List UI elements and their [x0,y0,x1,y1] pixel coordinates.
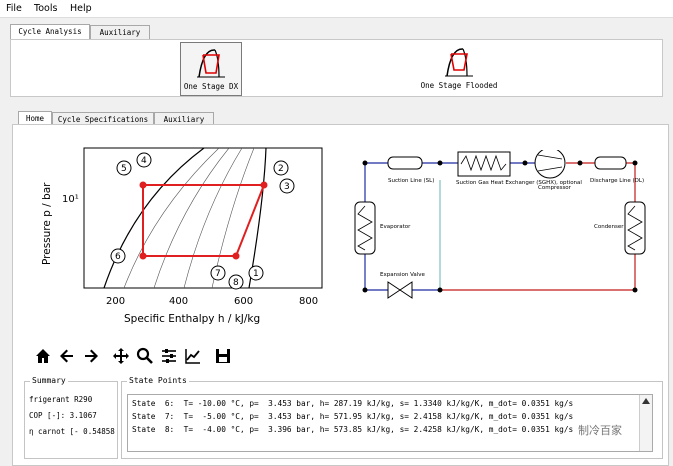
expansion-valve-label: Expansion Valve [380,272,426,278]
isoquality-line [183,148,243,288]
compressor-symbol [534,150,566,179]
isoquality-line [153,148,230,288]
menu-file[interactable]: File [6,3,22,14]
ph-diagram-icon [197,49,225,78]
tab-cycle-specifications[interactable]: Cycle Specifications [52,112,154,127]
state-label-3: 3 [284,182,290,192]
suction-line-label: Suction Line (SL) [388,178,434,184]
cycle-one-stage-flooded-button[interactable]: One Stage Flooded [421,42,497,94]
tab-home[interactable]: Home [18,111,52,127]
state-label-7: 7 [215,269,221,279]
isoquality-line [123,148,220,288]
state-label-4: 4 [141,156,147,166]
state-points-panel: State Points State 6: T= -10.00 °C, p= 3… [121,376,663,459]
y-tick-label: 10¹ [62,194,79,205]
carnot-efficiency-value: η carnot [- 0.54858 [29,427,115,436]
cycle-label: One Stage Flooded [420,81,498,90]
y-axis-label: Pressure p / bar [41,182,53,265]
menu-tools[interactable]: Tools [34,3,58,14]
state-points-scrollbar[interactable] [639,395,652,451]
state-points-textbox[interactable]: State 6: T= -10.00 °C, p= 3.453 bar, h= … [127,394,653,452]
state-point-1 [232,252,240,260]
configure-subplots-icon[interactable] [160,347,178,365]
tab-auxiliary-inner[interactable]: Auxiliary [154,112,214,127]
schematic-labels: Suction Line (SL) Suction Gas Heat Excha… [380,178,644,278]
x-tick-label: 600 [234,296,253,307]
state-point-3 [260,181,268,189]
forward-arrow-icon[interactable] [82,347,100,365]
discharge-line-label: Discharge Line (DL) [590,178,644,184]
suction-line-box [387,156,423,170]
tab-cycle-analysis[interactable]: Cycle Analysis [10,24,90,40]
x-ticks: 200 400 600 800 [106,296,318,307]
state-line: State 6: T= -10.00 °C, p= 3.453 bar, h= … [132,399,574,408]
cycle-one-stage-dx-button[interactable]: One Stage DX [180,42,242,96]
state-label-6: 6 [115,252,121,262]
x-tick-label: 800 [299,296,318,307]
refrigerant-value: frigerant R290 [29,395,93,404]
cycle-schematic: Suction Line (SL) Suction Gas Heat Excha… [354,150,646,299]
state-line: State 8: T= -4.00 °C, p= 3.396 bar, h= 5… [132,425,574,434]
state-points-title: State Points [127,376,189,385]
pan-icon[interactable] [112,347,130,365]
expansion-valve-symbol [387,281,413,299]
back-arrow-icon[interactable] [58,347,76,365]
edit-axis-icon[interactable] [184,347,202,365]
save-icon[interactable] [214,347,232,365]
sghx-label: Suction Gas Heat Exchanger (SGHX), optio… [456,180,582,186]
summary-panel: Summary frigerant R290 COP [-]: 3.1067 η… [24,376,118,459]
zoom-icon[interactable] [136,347,154,365]
summary-title: Summary [30,376,68,385]
scroll-up-icon[interactable] [640,395,652,407]
menu-bar: File Tools Help [0,0,673,18]
condenser-label: Condenser [594,224,624,230]
state-labels: 5 4 2 3 6 7 8 1 [110,152,295,290]
cop-value: COP [-]: 3.1067 [29,411,97,420]
home-icon[interactable] [34,347,52,365]
discharge-line-box [594,156,627,170]
state-label-8: 8 [233,278,239,288]
state-point-6 [139,252,147,260]
state-label-1: 1 [253,269,259,279]
menu-help[interactable]: Help [70,3,92,14]
cycle-selector-panel: One Stage DX One Stage Flooded [10,39,663,97]
x-tick-label: 200 [106,296,125,307]
state-label-5: 5 [121,164,127,174]
compressor-label: Compressor [538,185,572,191]
evaporator-label: Evaporator [380,224,411,230]
watermark-text: 制冷百家 [578,424,622,437]
tab-auxiliary-outer[interactable]: Auxiliary [90,25,150,40]
state-point-4 [139,181,147,189]
ph-diagram-flooded-icon [445,48,473,77]
cycle-label: One Stage DX [183,82,239,91]
state-line: State 7: T= -5.00 °C, p= 3.453 bar, h= 5… [132,412,574,421]
state-label-2: 2 [278,164,284,174]
sghx-box [457,151,511,177]
x-tick-label: 400 [169,296,188,307]
ph-plot: 5 4 2 3 6 7 8 1 200 400 600 800 10¹ Spec… [41,147,323,325]
x-axis-label: Specific Enthalpy h / kJ/kg [124,313,260,325]
